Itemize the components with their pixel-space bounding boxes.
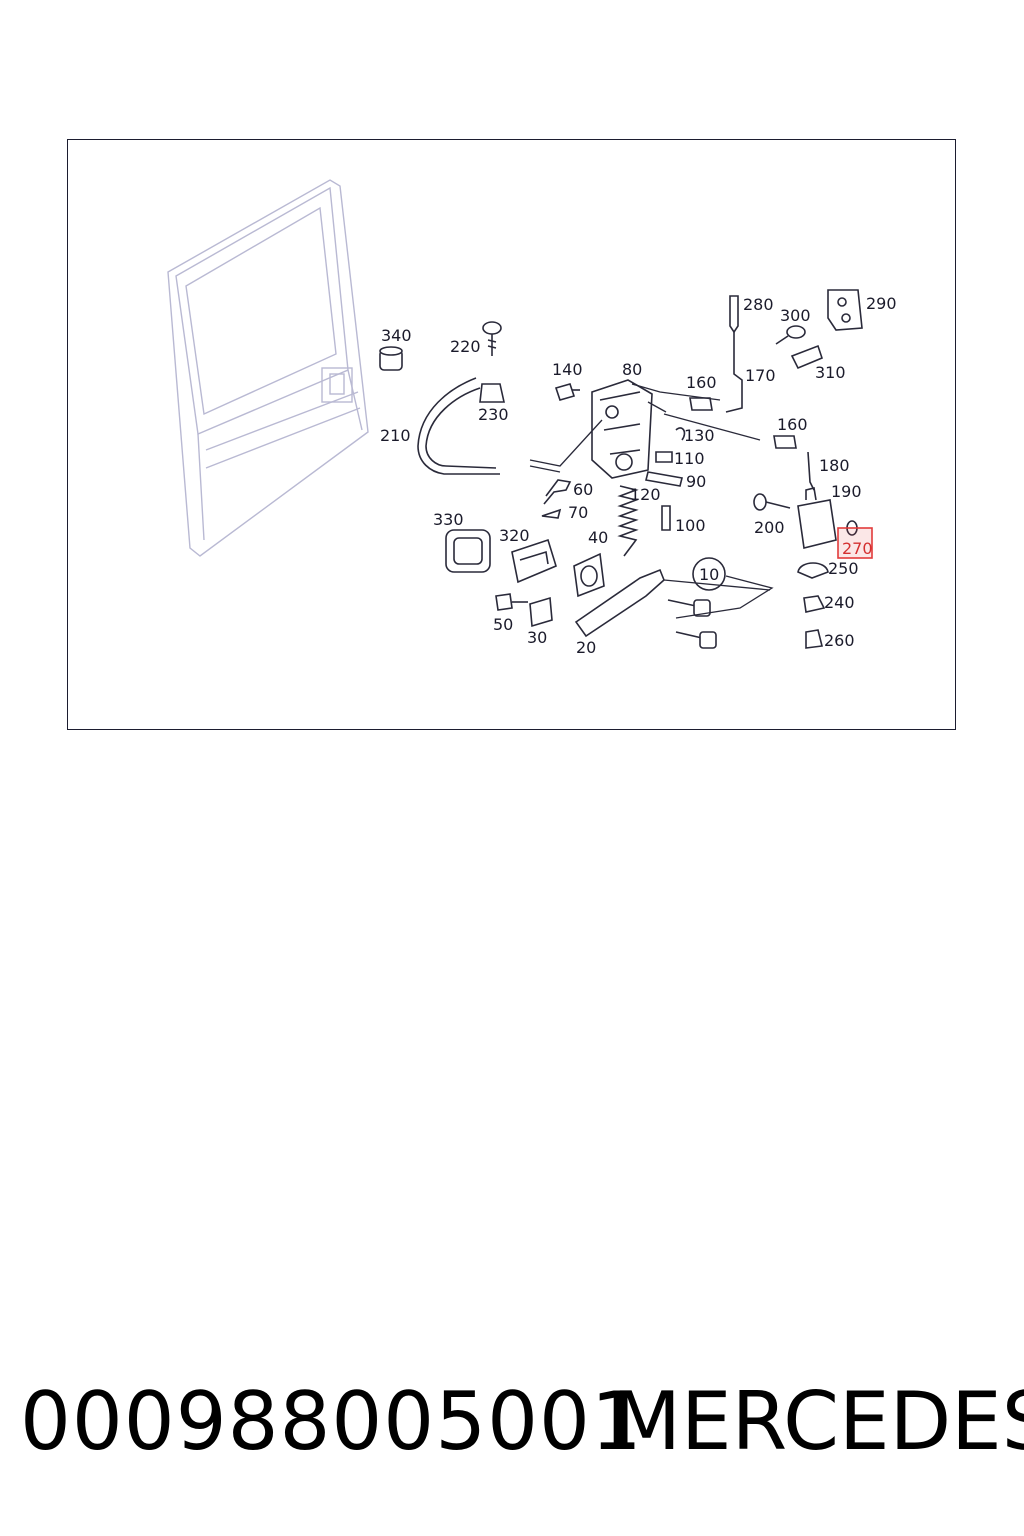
part-330-trim	[445, 529, 491, 573]
callout-label: 70	[568, 503, 588, 522]
callout-label: 240	[824, 593, 855, 612]
part-320-handle	[511, 538, 557, 584]
part-250	[797, 562, 829, 579]
callout-label: 330	[433, 510, 464, 529]
part-190-actuator	[797, 487, 837, 549]
diagram-frame	[67, 139, 956, 730]
callout-label: 100	[675, 516, 706, 535]
brand-name: MERCEDES	[612, 1375, 1024, 1468]
callout-label: 30	[527, 628, 547, 647]
callout-label: 90	[686, 472, 706, 491]
part-280	[729, 295, 739, 334]
leader-lines	[529, 383, 774, 619]
callout-label: 170	[745, 366, 776, 385]
part-300-screw	[775, 325, 806, 345]
part-340	[379, 346, 403, 371]
callout-label: 210	[380, 426, 411, 445]
callout-label: 110	[674, 449, 705, 468]
callout-label: 160	[777, 415, 808, 434]
part-110	[655, 451, 673, 463]
callout-label: 320	[499, 526, 530, 545]
part-90	[645, 471, 683, 487]
callout-label: 290	[866, 294, 897, 313]
part-140-bolt	[554, 383, 580, 401]
part-200-screw	[753, 493, 791, 511]
door-outline	[167, 179, 369, 557]
part-50-bolt	[495, 593, 528, 611]
callout-label: 80	[622, 360, 642, 379]
callout-label: 60	[573, 480, 593, 499]
callout-label: 250	[828, 559, 859, 578]
callout-label: 120	[630, 485, 661, 504]
highlight-box	[837, 527, 873, 559]
part-290-bracket	[827, 289, 863, 331]
exploded-parts-diagram: 340 220 230 210 140 80 160 170 280 300 2…	[167, 179, 897, 657]
part-130	[675, 427, 686, 441]
part-10-keys	[667, 599, 717, 649]
part-210-rod	[417, 377, 500, 475]
part-120-spring	[617, 485, 639, 557]
highlighted-callout-label: 270	[842, 539, 873, 558]
part-40-trim	[573, 552, 605, 598]
callout-label: 40	[588, 528, 608, 547]
callout-label: 220	[450, 337, 481, 356]
callout-label: 140	[552, 360, 583, 379]
part-70	[541, 508, 562, 519]
part-240	[803, 595, 826, 613]
callout-label: 260	[824, 631, 855, 650]
callout-circle-10	[692, 557, 726, 591]
callout-label: 280	[743, 295, 774, 314]
callout-label: 190	[831, 482, 862, 501]
part-180	[807, 451, 815, 491]
part-230-clip	[479, 383, 505, 403]
part-number: 000988005001	[20, 1375, 643, 1468]
callout-label: 310	[815, 363, 846, 382]
part-100	[661, 505, 671, 531]
callout-label: 180	[819, 456, 850, 475]
part-220-screw	[482, 321, 502, 356]
callout-label: 130	[684, 426, 715, 445]
callout-label: 10	[699, 565, 719, 584]
part-60-lever	[543, 479, 572, 505]
part-170-rod	[725, 330, 743, 413]
callout-label: 300	[780, 306, 811, 325]
callout-label: 50	[493, 615, 513, 634]
callout-label: 230	[478, 405, 509, 424]
part-310	[790, 344, 823, 370]
part-260	[805, 629, 823, 649]
callout-label: 200	[754, 518, 785, 537]
part-30-bezel	[529, 596, 553, 628]
callout-label: 160	[686, 373, 717, 392]
footer-caption: 000988005001 MERCEDES	[0, 1372, 1024, 1472]
callout-label: 340	[381, 326, 412, 345]
part-80-lock	[591, 379, 653, 479]
callout-label: 20	[576, 638, 596, 657]
